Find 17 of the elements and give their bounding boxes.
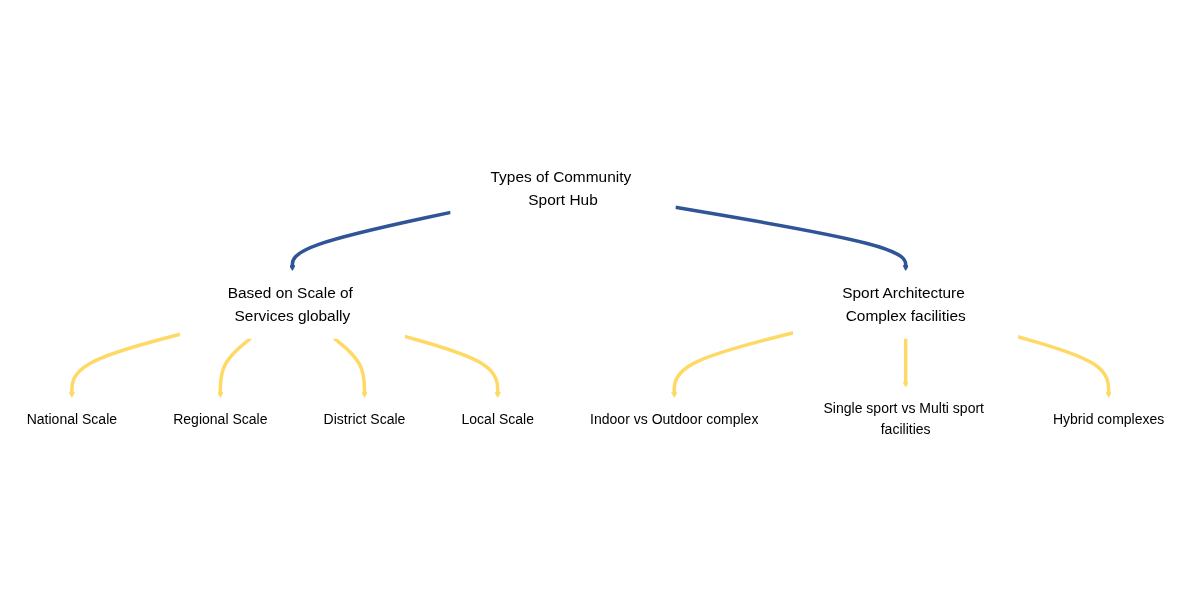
node-text: Indoor vs Outdoor complex [590, 411, 759, 427]
arrow [1017, 335, 1112, 399]
node-text: Hybrid complexes [1052, 411, 1165, 427]
arrow [671, 331, 794, 399]
arrow [68, 332, 181, 399]
arrow [674, 205, 909, 272]
node-text: Types of Community Sport Hub [490, 167, 632, 209]
node-text: National Scale [26, 411, 118, 427]
arrow [289, 210, 452, 272]
node-text: Based on Scale of Services globally [227, 284, 353, 325]
node-text: Local Scale [461, 411, 534, 427]
node-text: Sport Architecture Complex facilities [842, 284, 966, 325]
arrow [404, 334, 501, 399]
arrow [902, 338, 909, 388]
node-text: Single sport vs Multi sport facilities [823, 400, 984, 438]
node-text: Regional Scale [173, 411, 268, 427]
node-text: District Scale [323, 411, 406, 427]
